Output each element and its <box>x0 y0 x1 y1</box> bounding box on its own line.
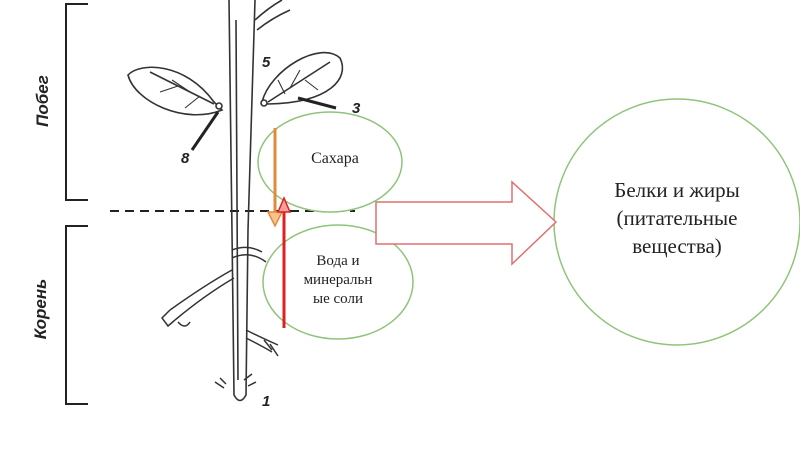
pointer-3 <box>297 96 337 110</box>
number-3: 3 <box>352 100 361 117</box>
big-right-arrow <box>375 180 558 266</box>
shoot-label: Побег <box>33 75 52 127</box>
root-bracket <box>65 225 88 405</box>
water-up-arrow <box>276 196 292 328</box>
result-line-1: Белки и жиры <box>614 178 740 202</box>
number-5: 5 <box>262 54 271 71</box>
water-salts-text: Вода и минеральн ые соли <box>280 252 396 309</box>
number-1: 1 <box>262 393 271 410</box>
root-label: Корень <box>31 278 50 340</box>
plant-roots <box>161 246 279 389</box>
water-salts-line-2: минеральн <box>303 272 373 288</box>
sugar-down-arrow <box>266 128 284 228</box>
result-line-2: (питательные <box>616 206 738 230</box>
result-text: Белки и жиры (питательные вещества) <box>572 176 782 260</box>
pointer-8 <box>190 111 220 151</box>
sugars-bubble <box>257 111 403 213</box>
number-8: 8 <box>181 150 190 167</box>
sugars-text: Сахара <box>311 150 359 167</box>
water-salts-bubble <box>262 224 414 340</box>
result-line-3: вещества) <box>632 234 722 258</box>
water-salts-line-1: Вода и <box>316 253 360 269</box>
shoot-bracket <box>65 3 88 201</box>
water-salts-line-3: ые соли <box>313 291 363 307</box>
plant-stem <box>228 0 291 402</box>
left-leaf <box>127 66 224 116</box>
